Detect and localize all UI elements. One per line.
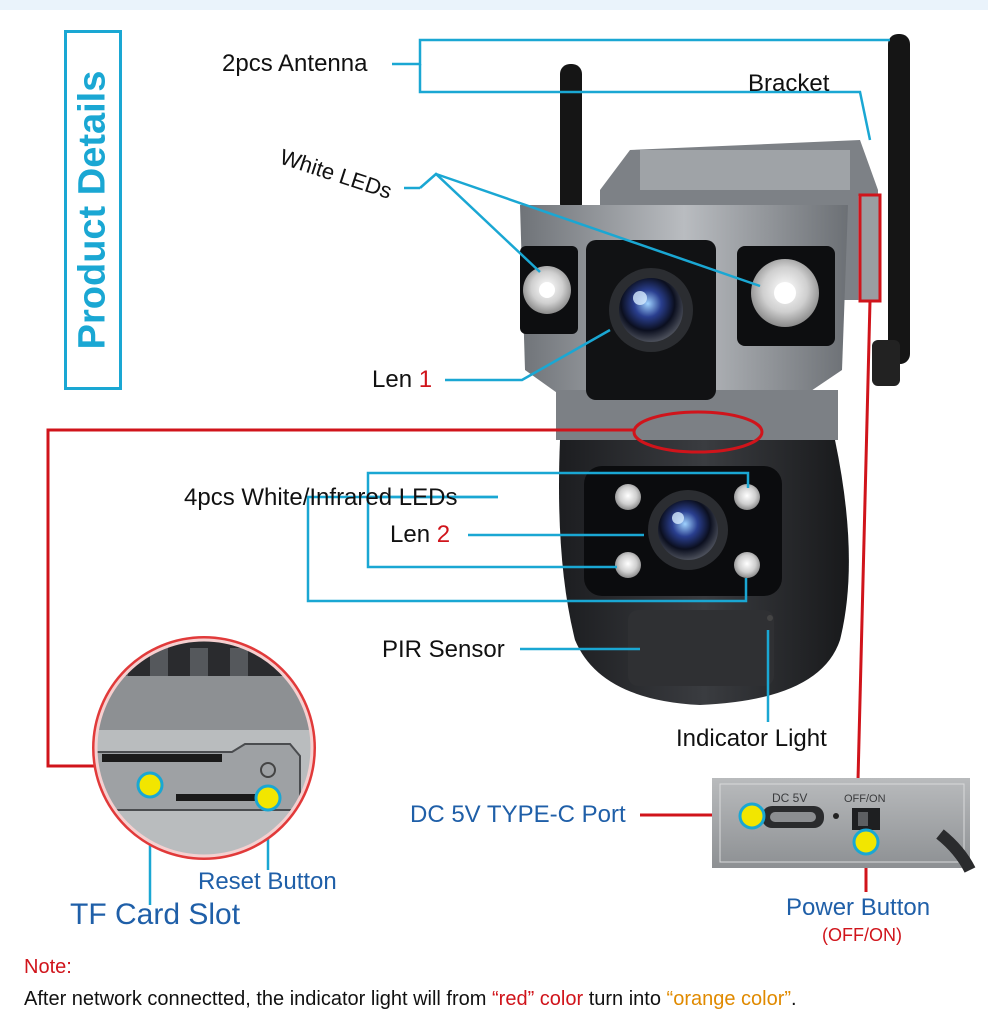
top-band [0, 0, 988, 10]
label-antenna: 2pcs Antenna [222, 50, 368, 77]
label-power-button: Power Button [786, 894, 931, 921]
note-part-1: After network connectted, the indicator … [24, 988, 492, 1010]
label-reset-button: Reset Button [198, 868, 337, 895]
product-details-title-box: Product Details [64, 30, 122, 390]
lower-body [559, 440, 849, 705]
reset-button-marker [254, 784, 282, 812]
label-len-1: Len 1 [372, 368, 432, 392]
note-part-2: turn into [583, 988, 667, 1010]
dc-port-marker [738, 802, 766, 830]
product-details-title: Product Details [71, 70, 114, 350]
ir-led-bottom-right [734, 552, 760, 578]
note-part-3: . [791, 988, 797, 1010]
note-body: After network connectted, the indicator … [24, 988, 797, 1011]
red-callouts [46, 193, 882, 892]
power-button-marker [852, 828, 880, 856]
ir-led-top-right [734, 484, 760, 510]
len-1-number: 1 [418, 366, 433, 393]
lens-1 [609, 268, 693, 352]
ir-led-top-left [615, 484, 641, 510]
ir-led-bottom-left [615, 552, 641, 578]
antenna-left [560, 64, 582, 214]
label-indicator-light: Indicator Light [676, 725, 827, 752]
label-dc-port: DC 5V TYPE-C Port [410, 801, 626, 828]
label-tf-card-slot: TF Card Slot [70, 898, 241, 931]
antenna-right [872, 34, 910, 386]
lens-2 [648, 490, 728, 570]
port-print-dc: DC 5V [772, 791, 807, 805]
label-pir-sensor: PIR Sensor [382, 636, 505, 663]
label-power-sub: (OFF/ON) [822, 925, 902, 945]
port-print-onoff: OFF/ON [844, 793, 886, 805]
tf-slot-marker [136, 771, 164, 799]
note-orange: “orange color” [666, 988, 792, 1010]
len-2-number: 2 [436, 521, 451, 548]
label-four-leds: 4pcs White/Infrared LEDs [184, 484, 458, 511]
note-red: “red” color [492, 988, 584, 1010]
label-bracket: Bracket [748, 70, 830, 97]
label-len-2: Len 2 [390, 523, 450, 547]
blue-callouts [148, 38, 890, 905]
note-title: Note: [24, 956, 72, 978]
len-1-prefix: Len [372, 366, 419, 393]
len-2-prefix: Len [390, 521, 437, 548]
tf-slot-zoom-inset [92, 636, 316, 860]
